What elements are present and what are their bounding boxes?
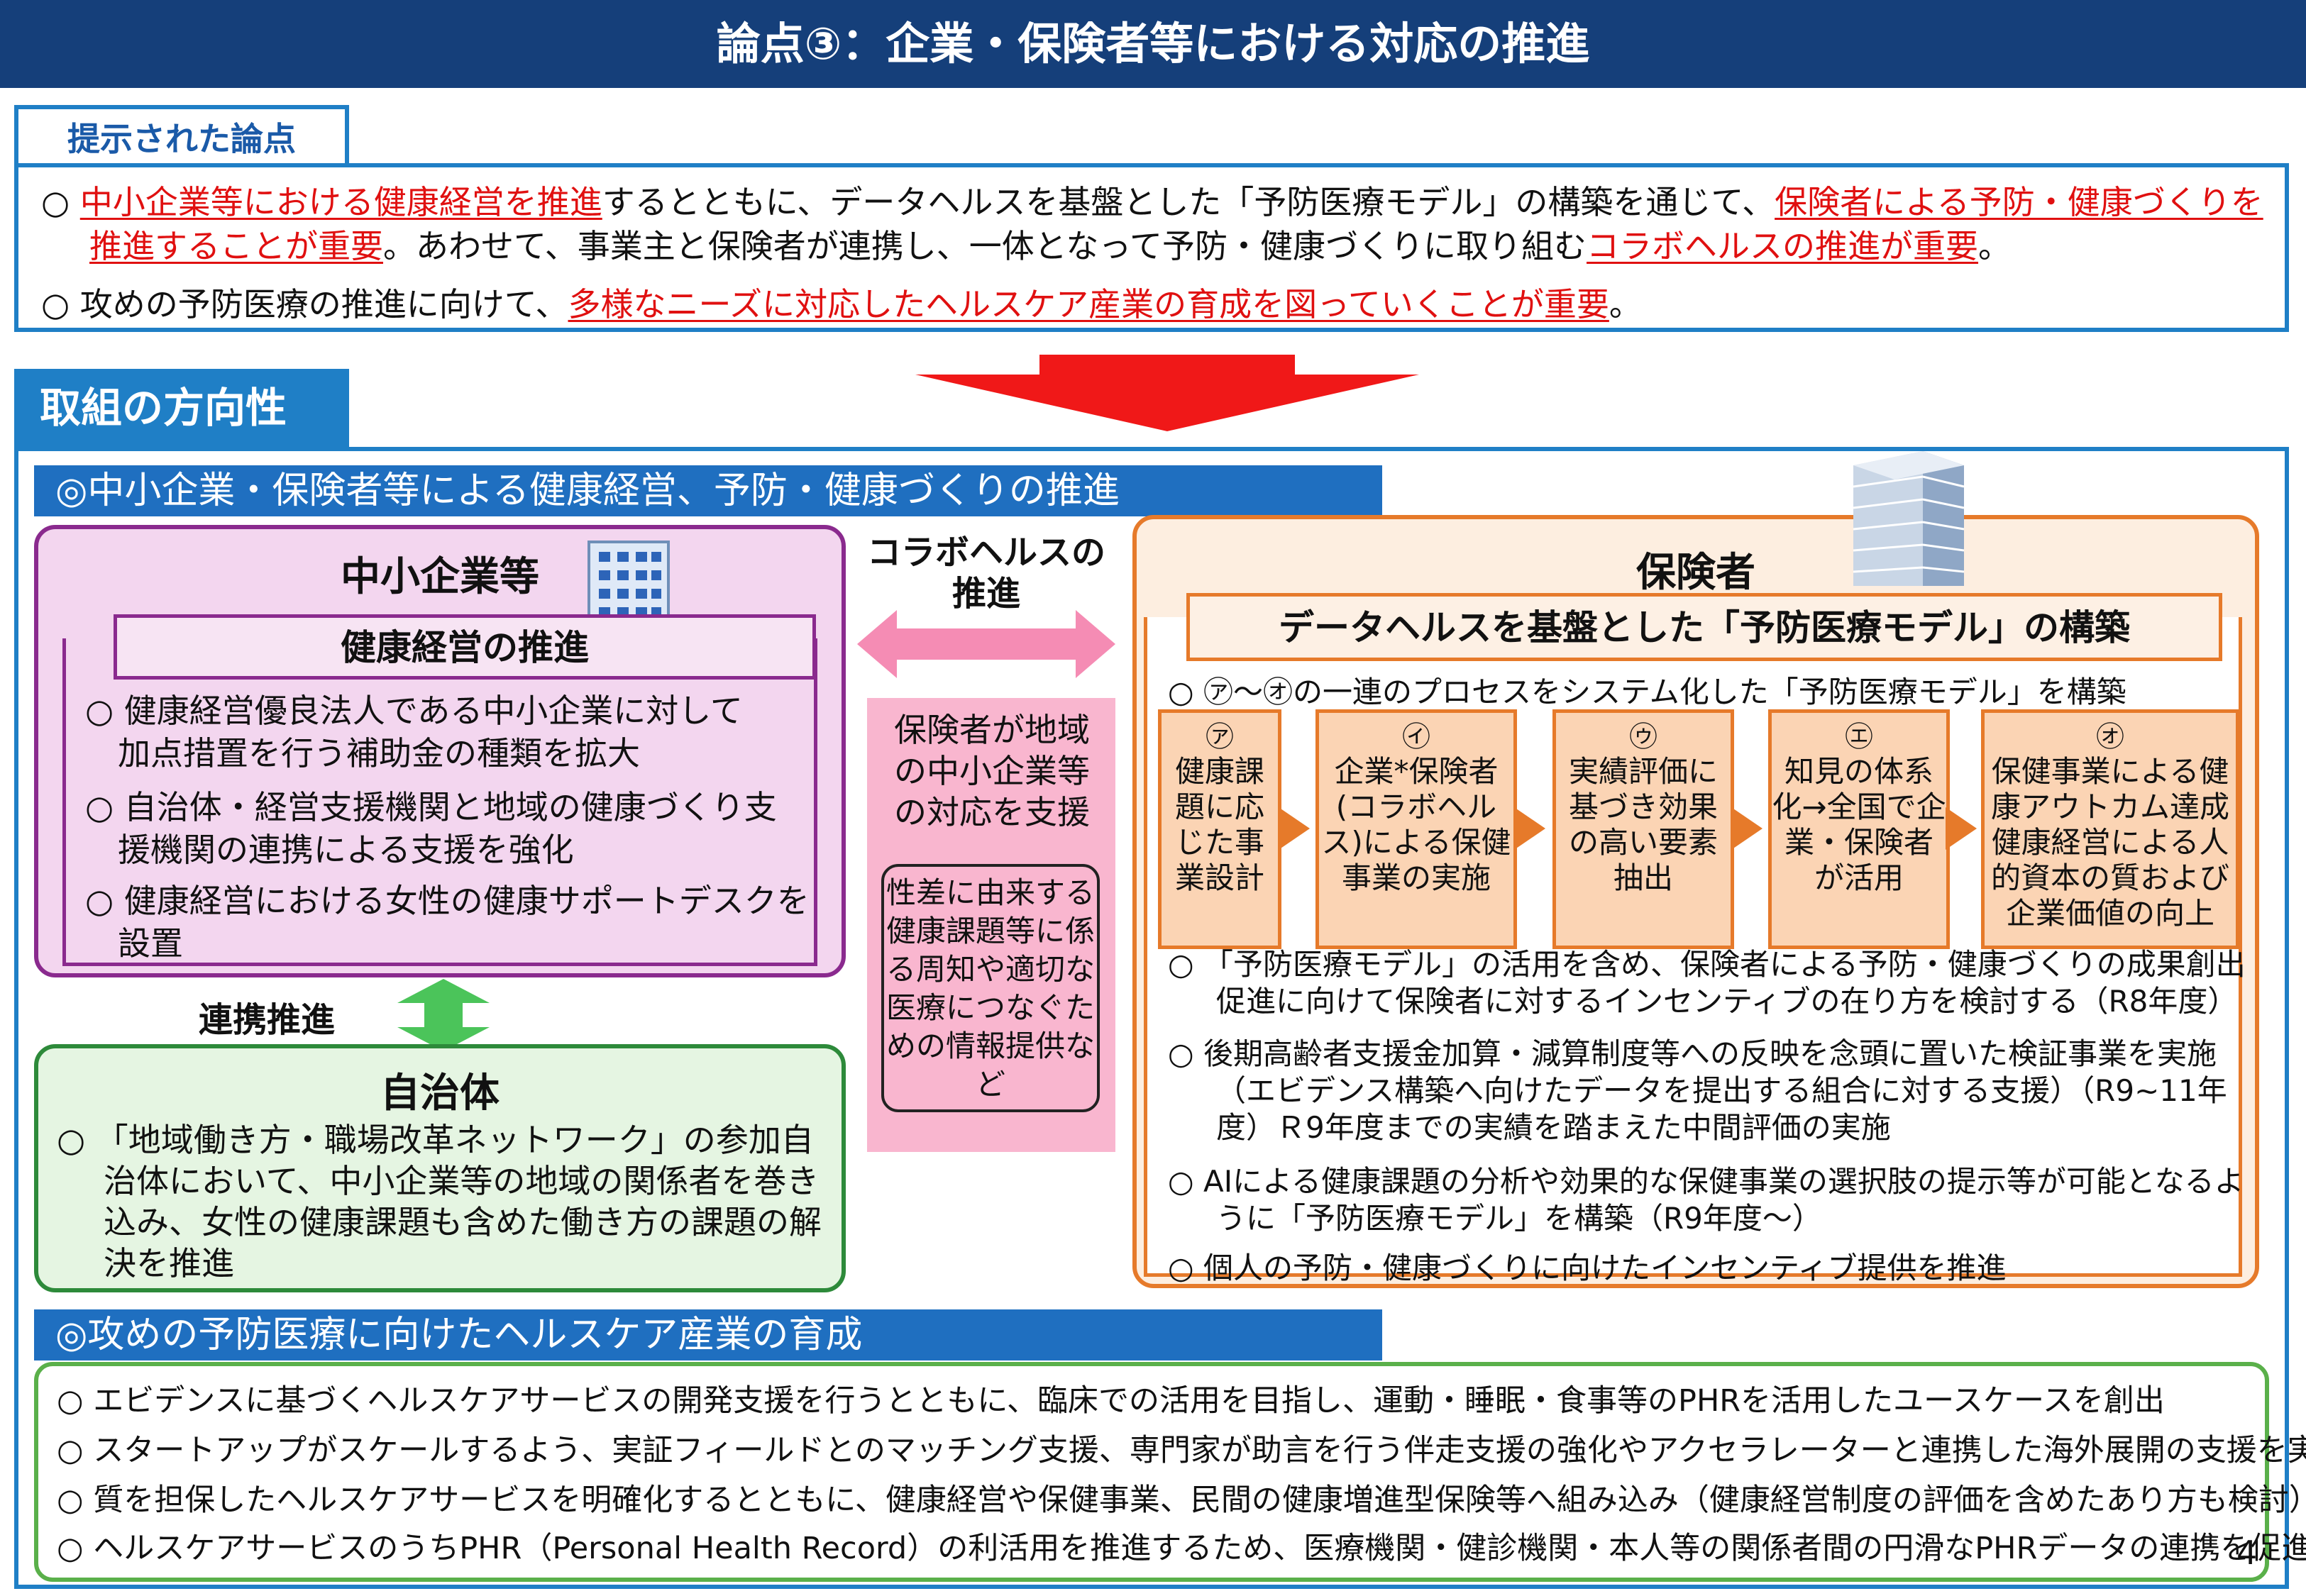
step-text: 実績評価に基づき効果の高い要素抽出 [1568, 754, 1718, 895]
healthcare-item: ○ エビデンスに基づくヘルスケアサービスの開発支援を行うとともに、臨床での活用を… [57, 1383, 2165, 1419]
sme-item-line: ○ 健康経営優良法人である中小企業に対して [85, 692, 743, 730]
collabo-support-text: 保険者が地域の中小企業等の対応を支援 [894, 711, 1090, 831]
sme-title: 中小企業等 [341, 554, 539, 600]
sme-item: ○ 健康経営優良法人である中小企業に対して 加点措置を行う補助金の種類を拡大 [85, 689, 823, 775]
sme-item-line: 設置 [118, 924, 183, 963]
sme-item-line: ○ 自治体・経営支援機関と地域の健康づくり支 [85, 788, 777, 826]
key-point-1-line-2: 推進することが重要。あわせて、事業主と保険者が連携し、一体となって予防・健康づく… [89, 224, 2011, 268]
sme-panel [34, 525, 846, 977]
emphasis-text: 保険者による予防・健康づくりを [1775, 183, 2263, 221]
collabo-label-line: コラボヘルスの [866, 533, 1105, 572]
section-heading-health-management: ◎中小企業・保険者等による健康経営、予防・健康づくりの推進 [34, 465, 1382, 516]
sme-subtitle: 健康経営の推進 [114, 614, 816, 680]
emphasis-text: 中小企業等における健康経営を推進 [79, 183, 602, 221]
emphasis-text: コラボヘルスの推進が重要 [1587, 227, 1979, 265]
healthcare-item: ○ 質を担保したヘルスケアサービスを明確化するとともに、健康経営や保健事業、民間… [57, 1483, 2306, 1518]
vertical-double-arrow-icon [397, 979, 490, 1051]
step-text: 企業*保険者(コラボヘルス)による保健事業の実施 [1321, 754, 1511, 895]
process-arrow-icon [1279, 807, 1310, 850]
process-step: ㋑ 企業*保険者(コラボヘルス)による保健事業の実施 [1315, 709, 1517, 949]
step-text: 保健事業による健康アウトカム達成健康経営による人的資本の質および企業価値の向上 [1990, 754, 2229, 931]
page-number: 4 [2236, 1534, 2258, 1572]
collabo-label-line: 推進 [951, 574, 1020, 614]
emphasis-text: 多様なニーズに対応したヘルスケア産業の育成を図っていくことが重要 [568, 285, 1609, 323]
insurer-subtitle: データヘルスを基盤とした「予防医療モデル」の構築 [1186, 593, 2222, 661]
process-arrow-icon [1731, 807, 1762, 850]
process-step: ㋔ 保健事業による健康アウトカム達成健康経営による人的資本の質および企業価値の向… [1981, 709, 2239, 949]
step-marker: ㋐ [1206, 721, 1234, 753]
process-arrow-icon [1514, 807, 1545, 850]
process-step: ㋒ 実績評価に基づき効果の高い要素抽出 [1552, 709, 1734, 949]
insurer-item: ○ AIによる健康課題の分析や効果的な保健事業の選択肢の提示等が可能となるように… [1168, 1164, 2244, 1236]
sme-item-line: ○ 健康経営における女性の健康サポートデスクを [85, 882, 810, 920]
step-text: 知見の体系化→全国で企業・保険者が活用 [1772, 754, 1946, 895]
step-marker: ㋑ [1402, 721, 1430, 753]
sme-item-line: 援機関の連携による支援を強化 [118, 831, 574, 869]
direction-tab: 取組の方向性 [14, 369, 349, 447]
page-title: 論点③：企業・保険者等における対応の推進 [0, 0, 2306, 88]
process-step: ㋓ 知見の体系化→全国で企業・保険者が活用 [1768, 709, 1950, 949]
municipality-title: 自治体 [380, 1070, 500, 1116]
step-text: 健康課題に応じた事業設計 [1174, 754, 1264, 895]
down-arrow-icon [915, 355, 1419, 431]
key-points-box: ○ 中小企業等における健康経営を推進するとともに、データヘルスを基盤とした「予防… [14, 163, 2289, 332]
collabo-detail-text: 性差に由来する健康課題等に係る周知や適切な医療につなぐための情報提供など [881, 864, 1100, 1112]
step-marker: ㋒ [1629, 721, 1657, 753]
office-tower-icon [1853, 451, 1965, 586]
sme-item: ○ 健康経営における女性の健康サポートデスクを 設置 [85, 880, 823, 965]
horizontal-double-arrow-icon [857, 610, 1115, 678]
bullet: ○ [41, 183, 70, 221]
collabo-health-label: コラボヘルスの 推進 [851, 532, 1121, 614]
section-heading-healthcare-industry: ◎攻めの予防医療に向けたヘルスケア産業の育成 [34, 1309, 1382, 1361]
process-arrow-icon [1946, 807, 1977, 850]
body-text: するとともに、データヘルスを基盤とした「予防医療モデル」の構築を通じて、 [602, 183, 1775, 221]
step-marker: ㋓ [1845, 721, 1873, 753]
insurer-item: ○ 「予防医療モデル」の活用を含め、保険者による予防・健康づくりの成果創出促進に… [1168, 947, 2246, 1019]
bullet: ○ [41, 285, 70, 323]
emphasis-text: 推進することが重要 [89, 227, 383, 265]
step-marker: ㋔ [2096, 721, 2124, 753]
sme-inner-frame [62, 638, 817, 966]
key-point-2: ○ 攻めの予防医療の推進に向けて、多様なニーズに対応したヘルスケア産業の育成を図… [41, 282, 1642, 326]
key-point-1-line-1: ○ 中小企業等における健康経営を推進するとともに、データヘルスを基盤とした「予防… [41, 180, 2263, 224]
body-text: 。あわせて、事業主と保険者が連携し、一体となって予防・健康づくりに取り組む [383, 227, 1587, 265]
key-points-tab: 提示された論点 [14, 105, 349, 167]
coordination-label: 連携推進 [199, 1000, 336, 1040]
sme-item: ○ 自治体・経営支援機関と地域の健康づくり支 援機関の連携による支援を強化 [85, 786, 823, 871]
municipality-text: ○ 「地域働き方・職場改革ネットワーク」の参加自治体において、中小企業等の地域の… [57, 1121, 822, 1282]
sme-item-line: 加点措置を行う補助金の種類を拡大 [118, 734, 640, 772]
process-step: ㋐ 健康課題に応じた事業設計 [1158, 709, 1281, 949]
healthcare-item: ○ ヘルスケアサービスのうちPHR（Personal Health Record… [57, 1531, 2306, 1566]
body-text: 。 [1978, 227, 2012, 265]
body-text: 。 [1609, 285, 1642, 323]
healthcare-industry-box [34, 1362, 2269, 1582]
insurer-intro: ○ ㋐～㋔の一連のプロセスをシステム化した「予防医療モデル」を構築 [1168, 675, 2126, 709]
healthcare-item: ○ スタートアップがスケールするよう、実証フィールドとのマッチング支援、専門家が… [57, 1433, 2306, 1468]
insurer-title: 保険者 [1636, 550, 1755, 596]
collabo-support-box [867, 698, 1115, 1152]
insurer-item: ○ 個人の予防・健康づくりに向けたインセンティブ提供を推進 [1168, 1251, 2007, 1285]
body-text: 攻めの予防医療の推進に向けて、 [79, 285, 568, 323]
insurer-item: ○ 後期高齢者支援金加算・減算制度等への反映を念頭に置いた検証事業を実施（エビデ… [1168, 1036, 2227, 1145]
municipality-panel [34, 1044, 846, 1292]
